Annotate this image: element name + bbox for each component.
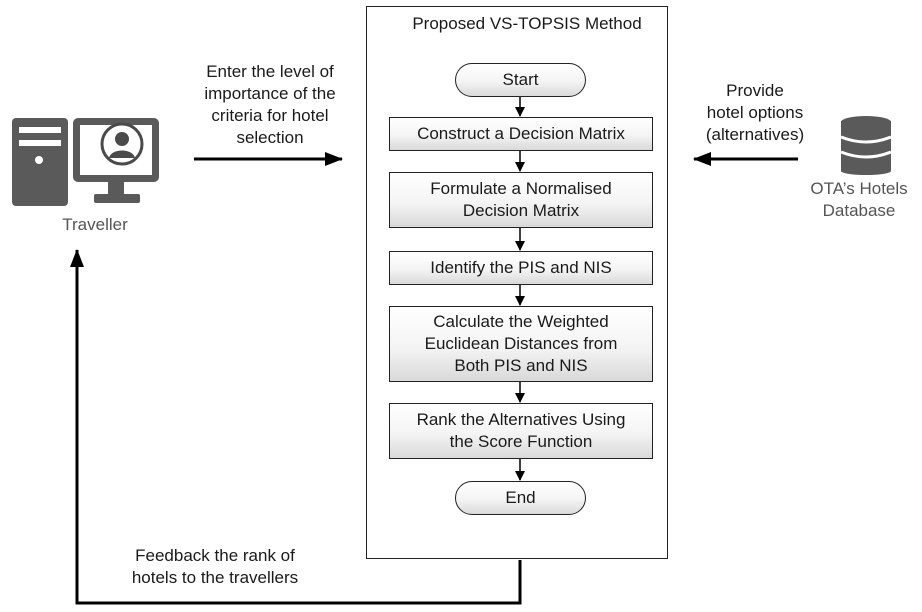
step-identify-pis-nis: Identify the PIS and NIS (389, 251, 653, 285)
database-input-text: Provide hotel options (alternatives) (705, 81, 805, 144)
traveller-input-text: Enter the level of importance of the cri… (204, 62, 336, 147)
method-title: Proposed VS-TOPSIS Method (412, 14, 642, 33)
feedback-text: Feedback the rank of hotels to the trave… (131, 546, 299, 587)
database-label: OTA’s Hotels Database (810, 179, 908, 220)
step-rank-alternatives: Rank the Alternatives Using the Score Fu… (389, 403, 653, 459)
method-container (366, 6, 668, 559)
start-node: Start (455, 63, 586, 97)
traveller-label: Traveller (62, 215, 128, 234)
database-icon (840, 115, 892, 175)
user-avatar-icon (100, 122, 144, 166)
step-weighted-euclidean-distances: Calculate the Weighted Euclidean Distanc… (389, 306, 653, 382)
end-node: End (455, 481, 586, 515)
step-normalise-decision-matrix: Formulate a Normalised Decision Matrix (389, 172, 653, 228)
step-construct-decision-matrix: Construct a Decision Matrix (389, 117, 653, 151)
feedback-arrow (70, 249, 522, 605)
